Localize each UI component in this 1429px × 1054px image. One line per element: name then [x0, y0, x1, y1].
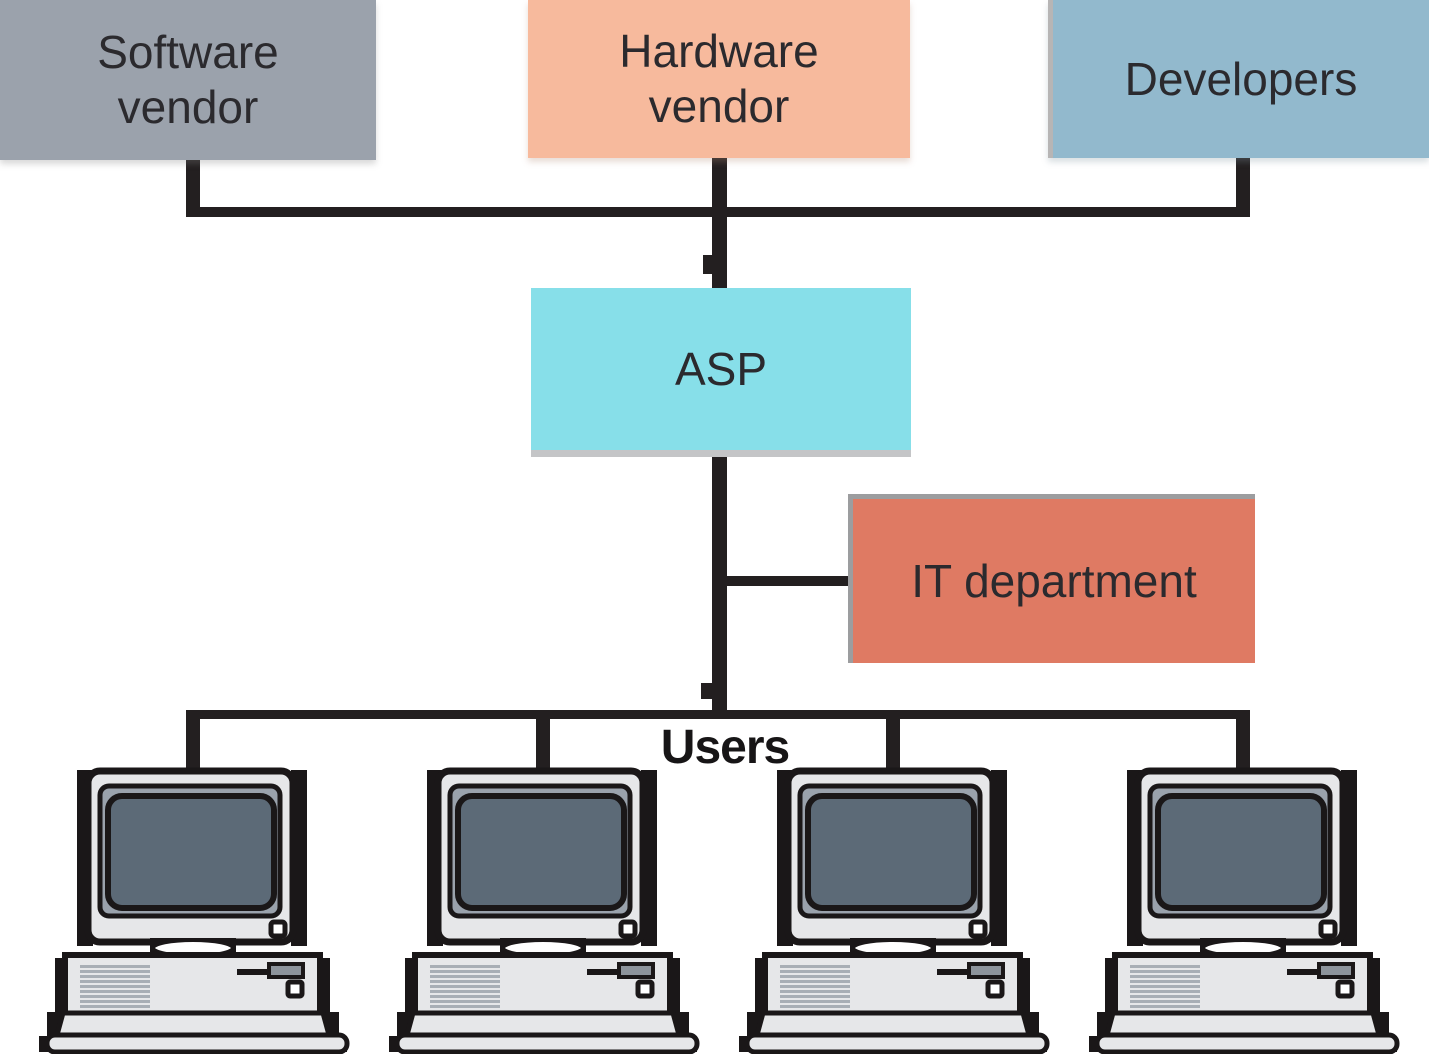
- connector-hardware-to-asp: [712, 158, 727, 298]
- connector-tick-lower: [701, 683, 712, 699]
- connector-computer2-drop: [536, 719, 550, 775]
- developers-label: Developers: [1124, 52, 1358, 105]
- computer-icon: [33, 762, 353, 1054]
- node-hardware-vendor: Hardware vendor: [528, 0, 910, 158]
- connector-computer3-drop: [886, 719, 900, 775]
- connector-users-bus: [186, 710, 1250, 719]
- hardware-vendor-label: Hardware vendor: [619, 25, 819, 132]
- asp-label: ASP: [674, 342, 768, 395]
- connector-tick-upper: [703, 255, 713, 274]
- it-department-label: IT department: [911, 554, 1197, 607]
- node-it-department: IT department: [848, 494, 1255, 663]
- connector-computer1-drop: [186, 719, 200, 775]
- computer-icon: [733, 762, 1053, 1054]
- node-developers: Developers: [1048, 0, 1429, 158]
- connector-software-drop: [186, 158, 200, 217]
- connector-computer4-drop: [1236, 719, 1250, 775]
- connector-asp-to-it: [719, 576, 852, 586]
- users-label: Users: [660, 721, 790, 774]
- computer-icon: [383, 762, 703, 1054]
- node-software-vendor: Software vendor: [0, 0, 376, 160]
- connector-developers-drop: [1236, 155, 1250, 217]
- computer-icon: [1083, 762, 1403, 1054]
- software-vendor-label: Software vendor: [97, 26, 279, 133]
- node-asp: ASP: [531, 288, 911, 450]
